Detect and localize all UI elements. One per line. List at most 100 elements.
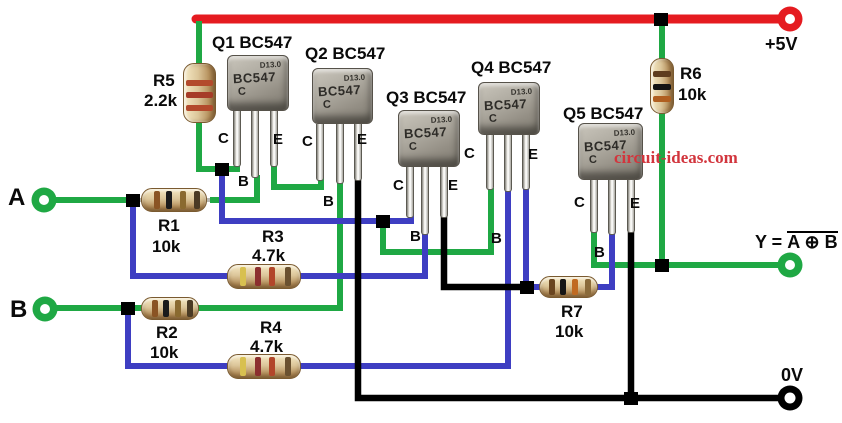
label-r4-value: 4.7k (250, 337, 284, 356)
black-wires (354, 178, 779, 402)
wire-q3e-to-r7-junction (440, 215, 526, 291)
q1-pin-c: C (218, 130, 229, 147)
transistor-q3-body: D13.0 BC547 C (398, 110, 460, 167)
q4-emitter-lead (522, 135, 530, 190)
label-q2: Q2 BC547 (305, 44, 386, 63)
label-r7-value: 10k (555, 322, 584, 341)
q4-pin-c: C (464, 145, 475, 162)
q3-emitter-lead (440, 167, 448, 218)
q2-base-lead (336, 124, 344, 184)
output-prefix: Y = (755, 232, 788, 252)
junction-vcc-rail (654, 13, 668, 26)
q2-pin-e: E (357, 131, 368, 148)
q1-marking-line3: C (237, 85, 247, 99)
resistor-r1 (141, 188, 207, 212)
output-expression-overlined: A ⊕ B (787, 231, 838, 252)
wire-r3-to-q3b (300, 231, 428, 279)
wire-r4-to-q4b (300, 188, 511, 369)
label-gnd: 0V (781, 365, 804, 385)
q2-emitter-lead (354, 124, 362, 181)
label-output-y: Y = A ⊕ B (755, 231, 838, 253)
transistor-q4-body: D13.0 BC547 C (478, 82, 540, 135)
junction-ground (624, 392, 638, 405)
junction-output-node (655, 259, 669, 272)
label-r5-value: 2.2k (144, 91, 178, 110)
resistor-r7 (539, 276, 598, 298)
label-r2-ref: R2 (156, 323, 178, 342)
label-q4: Q4 BC547 (471, 58, 552, 77)
resistor-r6 (650, 58, 674, 114)
wire-r1-to-q1b (210, 175, 260, 203)
q1-pin-e: E (273, 131, 284, 148)
label-r5-ref: R5 (153, 71, 175, 90)
terminal-output-y-hole (785, 260, 795, 270)
q4-base-lead (504, 135, 512, 192)
label-q5: Q5 BC547 (563, 104, 644, 123)
q1-base-lead (251, 111, 259, 178)
q3-collector-lead (406, 167, 414, 218)
junction-input-a (126, 194, 140, 207)
q1-pin-b: B (238, 173, 249, 190)
q2-collector-lead (316, 124, 324, 181)
q1-emitter-lead (270, 111, 278, 167)
terminal-input-a-hole (39, 195, 49, 205)
q3-pin-c: C (393, 177, 404, 194)
q5-collector-lead (590, 180, 598, 233)
label-r1-ref: R1 (158, 216, 180, 235)
terminal-vcc-hole (785, 14, 795, 24)
label-r4-ref: R4 (260, 318, 282, 337)
transistor-q1-body: D13.0 BC547 C (227, 55, 289, 111)
label-r6-ref: R6 (680, 64, 702, 83)
resistor-r2 (141, 297, 199, 320)
terminal-input-b-hole (40, 304, 50, 314)
label-input-a: A (8, 184, 26, 211)
label-r7-ref: R7 (561, 302, 583, 321)
q5-pin-e: E (630, 195, 641, 212)
junction-dots (121, 13, 669, 405)
wire-b-to-r4 (125, 311, 228, 369)
q3-pin-b: B (410, 228, 421, 245)
q2-marking-line3: C (322, 98, 332, 112)
resistor-r4 (227, 354, 301, 379)
q4-pin-b: B (491, 230, 502, 247)
junction-q4c-branch (376, 215, 390, 228)
resistor-r3 (227, 264, 301, 289)
q3-marking-line3: C (408, 140, 418, 154)
junction-input-b (121, 302, 135, 315)
label-r3-ref: R3 (262, 227, 284, 246)
transistor-q2-body: D13.0 BC547 C (312, 68, 373, 124)
wire-q5c-to-output (591, 230, 779, 268)
q5-base-lead (608, 180, 616, 235)
q4-collector-lead (486, 135, 494, 190)
label-r3-value: 4.7k (252, 246, 286, 265)
label-r2-value: 10k (150, 343, 179, 362)
q4-pin-e: E (528, 146, 539, 163)
label-r1-value: 10k (152, 237, 181, 256)
wire-a-to-r3 (130, 203, 228, 279)
wire-q2e-to-ground (354, 178, 779, 402)
terminals (31, 6, 803, 411)
wire-r7-to-q5b (596, 231, 615, 290)
q2-pin-b: B (323, 193, 334, 210)
q1-collector-lead (233, 111, 241, 167)
q3-base-lead (421, 167, 429, 235)
label-input-b: B (10, 296, 28, 323)
label-r6-value: 10k (678, 85, 707, 104)
wire-q1e-to-q2c (271, 162, 324, 190)
terminal-gnd-hole (784, 392, 796, 404)
transistor-q5-body: D13.0 BC547 C (578, 123, 643, 180)
wire-node-to-q4c (380, 188, 494, 255)
watermark-text: circuit-ideas.com (614, 148, 738, 167)
q5-pin-b: B (594, 244, 605, 261)
q2-pin-c: C (302, 133, 313, 150)
q5-pin-c: C (574, 194, 585, 211)
label-q3: Q3 BC547 (386, 88, 467, 107)
q5-emitter-lead (627, 180, 635, 233)
label-q1: Q1 BC547 (212, 33, 293, 52)
junction-q1c-node (215, 163, 229, 176)
junction-r7-left (520, 281, 534, 294)
q3-pin-e: E (448, 177, 459, 194)
q4-marking-line3: C (488, 112, 498, 126)
